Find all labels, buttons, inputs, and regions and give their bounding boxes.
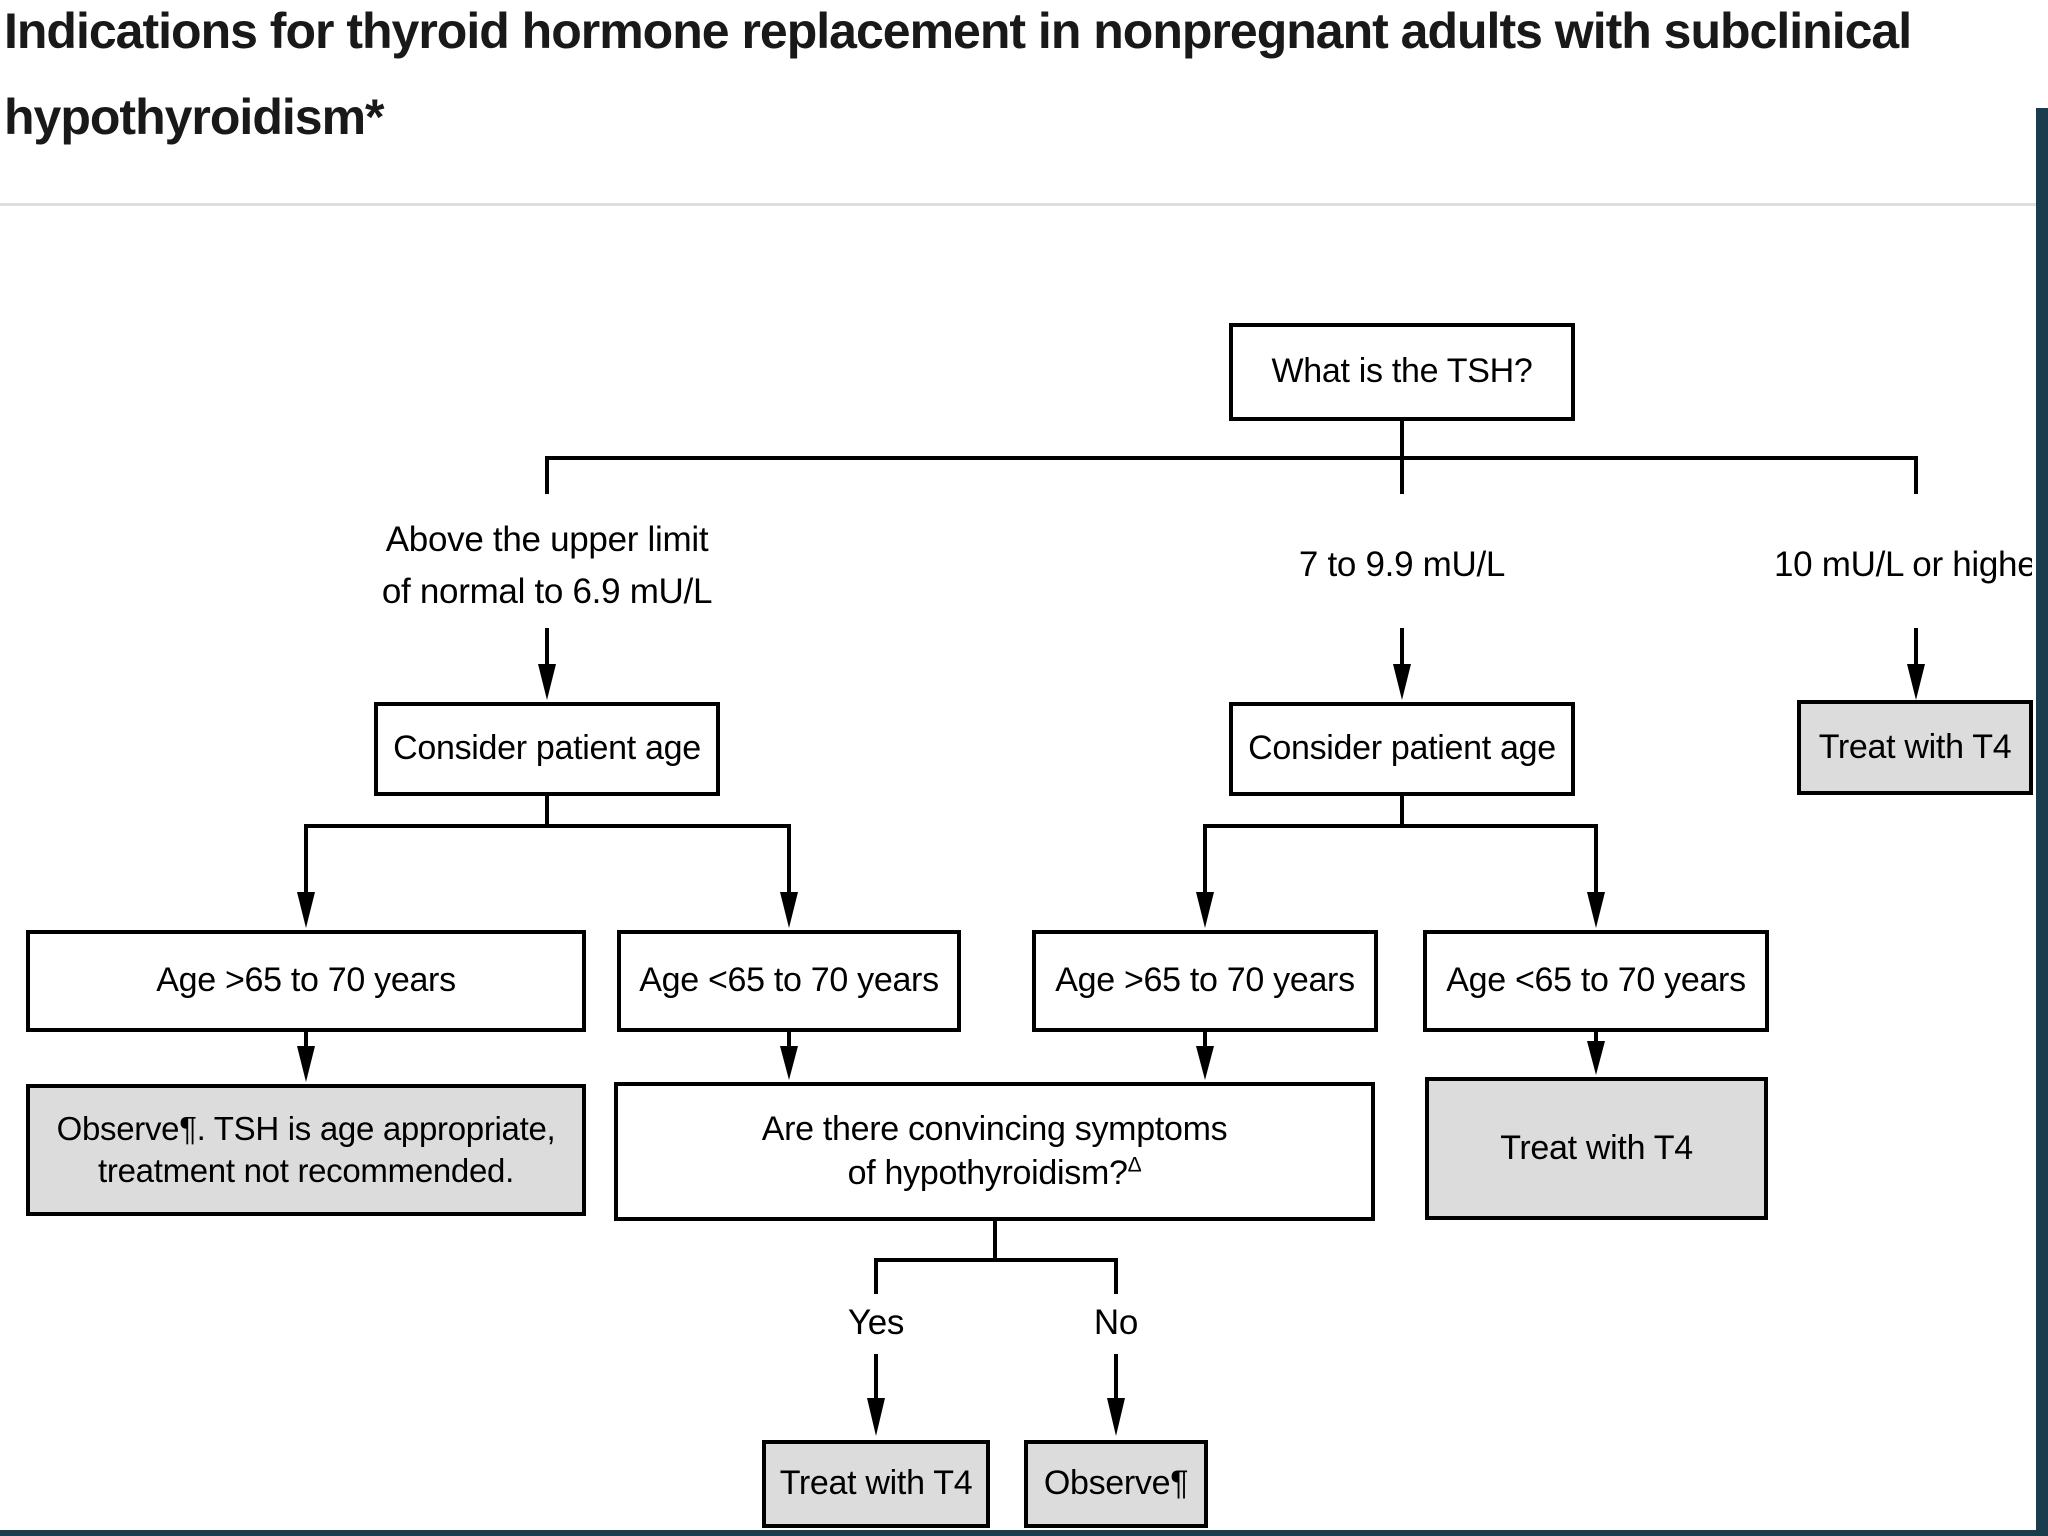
arrowhead-icon [1196, 892, 1214, 928]
treat-mid-younger-text: Treat with T4 [1500, 1128, 1693, 1167]
node-age-younger-low: Age <65 to 70 years [617, 930, 961, 1032]
arrowhead-icon [1587, 892, 1605, 928]
branch-label-high-text: 10 mU/L or higher [1774, 545, 2032, 584]
age-younger-mid-text: Age <65 to 70 years [1446, 961, 1746, 1000]
treat-high-text: Treat with T4 [1818, 727, 2012, 766]
arrowhead-icon [538, 664, 556, 700]
label-no-text: No [1093, 1303, 1139, 1342]
symptoms-question-line-1: Are there convincing symptoms [761, 1109, 1228, 1148]
node-observe-age-appropriate: Observe¶. TSH is age appropriate, treatm… [26, 1084, 586, 1216]
branch-label-low-line-1: Above the upper limit [385, 520, 709, 559]
arrowhead-icon [867, 1398, 885, 1436]
arrowhead-icon [297, 1046, 315, 1082]
arrowhead-icon [1393, 664, 1411, 700]
node-root-question: What is the TSH? [1229, 323, 1575, 421]
consider-age-low-text: Consider patient age [393, 729, 701, 768]
node-age-older-mid: Age >65 to 70 years [1032, 930, 1378, 1032]
observe-age-appropriate-line-2: treatment not recommended. [98, 1152, 514, 1189]
branch-label-low-line-2: of normal to 6.9 mU/L [381, 572, 713, 611]
arrowhead-icon [297, 892, 315, 928]
arrowhead-icon [780, 892, 798, 928]
label-yes: Yes [826, 1300, 926, 1346]
connector-root-split [545, 419, 1918, 494]
age-older-mid-text: Age >65 to 70 years [1055, 961, 1355, 1000]
page-title-line-2: hypothyroidism* [4, 89, 384, 145]
symptoms-question-line-2-text: of hypothyroidism? [847, 1153, 1128, 1192]
age-younger-low-text: Age <65 to 70 years [639, 961, 939, 1000]
root-question-text: What is the TSH? [1271, 352, 1533, 391]
branch-label-mid: 7 to 9.9 mU/L [1252, 540, 1552, 590]
label-no: No [1066, 1300, 1166, 1346]
symptoms-footnote-mark: Δ [1127, 1153, 1142, 1177]
observe-no-text: Observe¶ [1043, 1464, 1189, 1503]
age-older-low-text: Age >65 to 70 years [156, 961, 456, 1000]
node-consider-age-low: Consider patient age [374, 702, 720, 796]
title-divider [0, 203, 2048, 206]
connector-split-low [304, 794, 791, 896]
connector-symptoms-split [874, 1219, 1118, 1294]
branch-label-high: 10 mU/L or higher [1774, 540, 2032, 590]
node-age-older-low: Age >65 to 70 years [26, 930, 586, 1032]
symptoms-question-line-2: of hypothyroidism?Δ [848, 1152, 1142, 1196]
arrowhead-icon [1196, 1046, 1214, 1080]
consider-age-mid-text: Consider patient age [1248, 729, 1556, 768]
node-consider-age-mid: Consider patient age [1229, 702, 1575, 796]
label-yes-text: Yes [847, 1303, 905, 1342]
treat-yes-text: Treat with T4 [779, 1464, 973, 1503]
arrowhead-icon [1907, 664, 1925, 700]
branch-label-mid-text: 7 to 9.9 mU/L [1298, 545, 1506, 584]
node-symptoms-question: Are there convincing symptoms of hypothy… [614, 1082, 1375, 1221]
node-treat-yes: Treat with T4 [762, 1440, 990, 1528]
observe-age-appropriate-line-1: Observe¶. TSH is age appropriate, [56, 1109, 556, 1147]
accent-strip-bottom [0, 1530, 2048, 1536]
node-age-younger-mid: Age <65 to 70 years [1423, 930, 1769, 1032]
arrowhead-icon [1587, 1041, 1605, 1075]
node-observe-no: Observe¶ [1024, 1440, 1208, 1528]
node-treat-high: Treat with T4 [1797, 700, 2033, 795]
accent-strip-right [2036, 108, 2048, 1536]
branch-label-low: Above the upper limit of normal to 6.9 m… [341, 514, 753, 618]
connector-split-mid [1203, 794, 1598, 896]
arrowhead-icon [1107, 1398, 1125, 1436]
page-title-line-1: Indications for thyroid hormone replacem… [4, 3, 1912, 59]
node-treat-mid-younger: Treat with T4 [1425, 1077, 1768, 1220]
arrowhead-icon [780, 1046, 798, 1080]
